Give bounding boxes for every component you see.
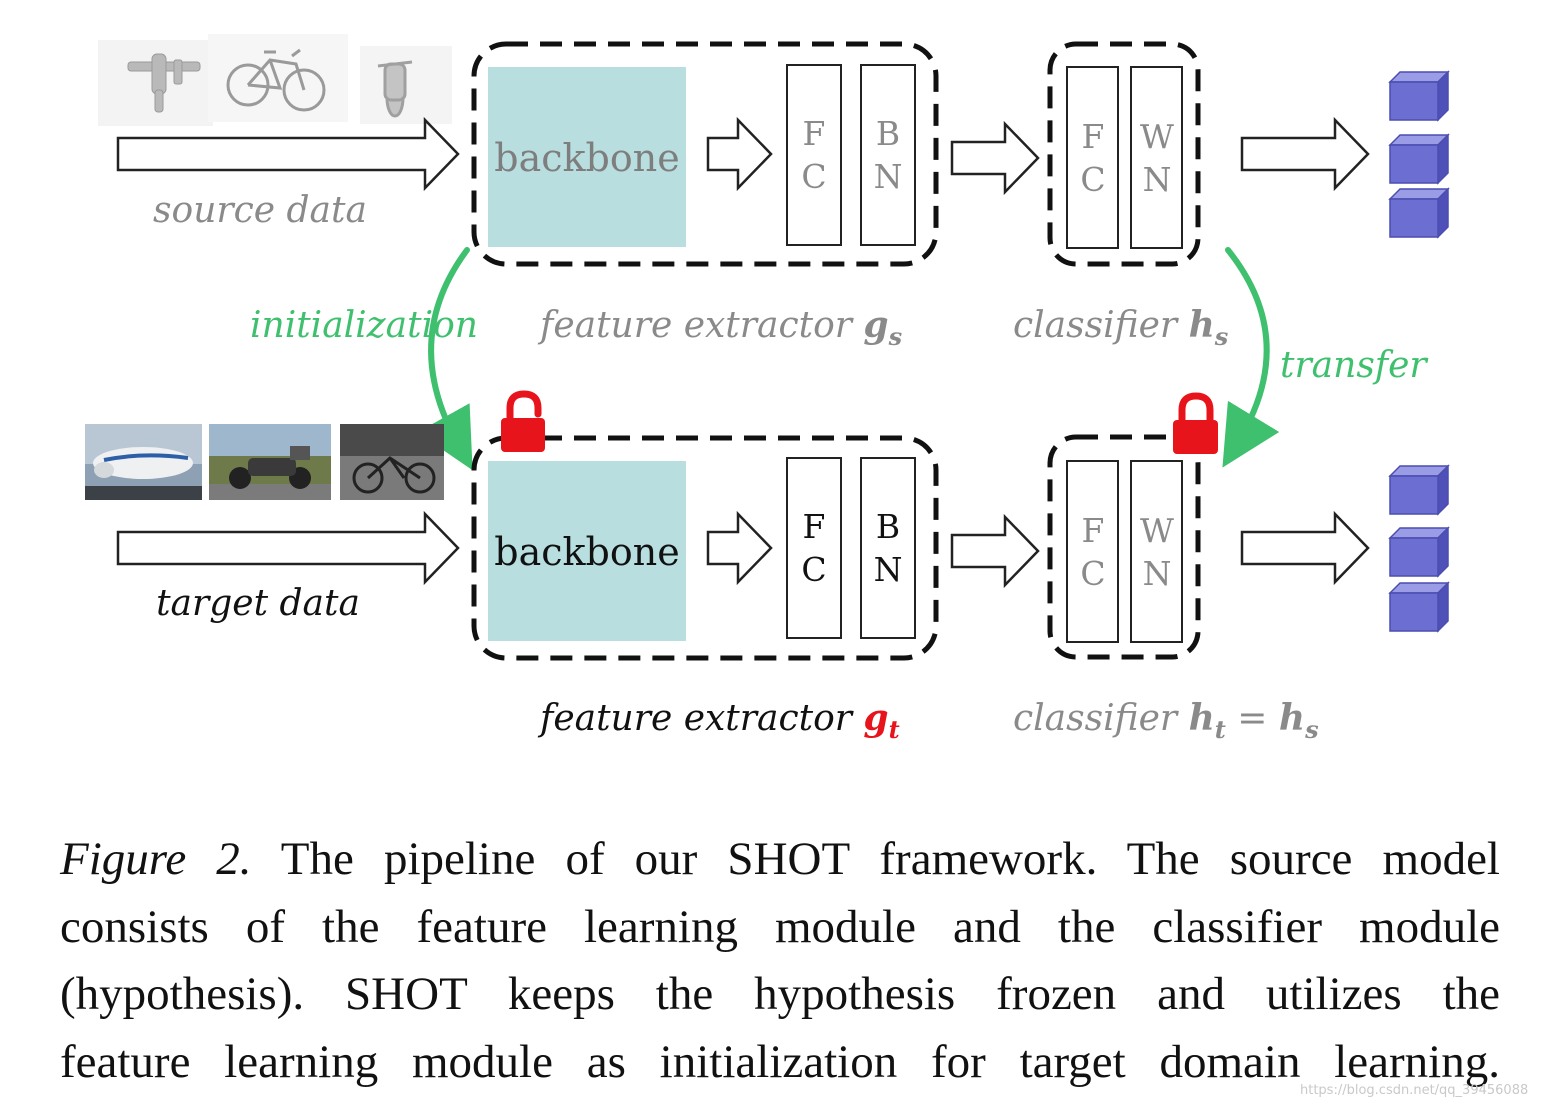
cube-icon [1388, 133, 1450, 185]
source-output-cubes [1388, 70, 1450, 239]
initialization-label: initialization [250, 305, 478, 346]
target-fc-letter-2: C [801, 550, 826, 589]
cube-icon [1388, 581, 1450, 633]
target-output-cubes [1388, 464, 1450, 633]
caption-line-3: (hypothesis). SHOT keeps the hypothesis … [60, 968, 1500, 1020]
source-images [98, 34, 452, 126]
target-classifier-text: classifier [1013, 698, 1189, 739]
source-classifier-wn-letter-1: W [1140, 117, 1174, 156]
source-fc-layer [786, 64, 842, 246]
target-extractor-subscript: t [889, 715, 900, 744]
target-extractor-to-classifier-arrow [950, 513, 1040, 589]
caption-line-4: feature learning module as initializatio… [60, 1035, 1500, 1088]
target-classifier-subscript-2: s [1304, 715, 1319, 744]
target-extractor-label: feature extractor gt [537, 697, 900, 744]
source-classifier-wn-layer [1130, 66, 1183, 249]
target-backbone-to-fc-arrow [706, 510, 773, 586]
caption-line-2: consists of the feature learning module … [60, 900, 1500, 953]
target-fc-letter-1: F [803, 507, 826, 546]
source-bn-letter-1: B [876, 114, 900, 153]
source-classifier-fc-layer [1066, 66, 1119, 249]
shot-pipeline-diagram: source data backbone F C B N F C W N fe [85, 34, 1450, 744]
source-bn-layer [860, 64, 916, 246]
unlocked-padlock-icon [501, 390, 545, 452]
target-classifier-label: classifier ht = hs [1013, 697, 1319, 744]
target-extractor-symbol: g [863, 697, 888, 739]
target-classifier-frame [1047, 434, 1201, 660]
source-classifier-fc-letter-1: F [1082, 117, 1105, 156]
caption-line-1-text: The pipeline of our SHOT framework. The … [280, 833, 1500, 885]
target-classifier-fc-letter-2: C [1080, 554, 1105, 593]
cube-icon [1388, 70, 1450, 122]
source-backbone-block [488, 67, 686, 247]
source-classifier-frame [1047, 41, 1201, 267]
target-classifier-symbol: h [1189, 697, 1215, 739]
bicycle-photo-icon [340, 424, 444, 500]
cube-icon [1388, 526, 1450, 578]
source-extractor-text: feature extractor [537, 305, 863, 346]
source-fc-letter-2: C [801, 157, 826, 196]
target-classifier-subscript: t [1215, 715, 1226, 744]
caption-figure-label: Figure 2. [60, 833, 252, 885]
target-classifier-wn-letter-2: N [1143, 554, 1172, 593]
source-classifier-fc-letter-2: C [1080, 160, 1105, 199]
source-extractor-symbol: g [863, 304, 888, 346]
watermark: https://blog.csdn.net/qq_39456088 [1300, 1083, 1529, 1098]
caption-line-1: Figure 2. The pipeline of our SHOT frame… [60, 826, 1500, 894]
target-classifier-wn-letter-1: W [1140, 511, 1174, 550]
source-backbone-to-fc-arrow [706, 116, 773, 192]
initialization-arrow [417, 247, 473, 471]
source-classifier-label: classifier hs [1013, 304, 1229, 351]
source-output-arrow [1240, 116, 1370, 192]
source-extractor-to-classifier-arrow [950, 120, 1040, 196]
target-input-arrow [116, 510, 460, 586]
motorcycle-3d-model-icon [377, 60, 413, 118]
target-classifier-fc-layer [1066, 460, 1119, 643]
source-extractor-label: feature extractor gs [537, 304, 903, 351]
transfer-arrow [1222, 247, 1280, 468]
target-extractor-text: feature extractor [537, 698, 863, 739]
target-classifier-equals: = [1226, 698, 1279, 739]
source-input-arrow [116, 116, 460, 192]
cube-icon [1388, 187, 1450, 239]
target-fc-layer [786, 457, 842, 639]
target-bn-letter-2: N [874, 550, 903, 589]
transfer-label: transfer [1280, 345, 1428, 386]
motorcycle-photo-icon [209, 424, 331, 500]
source-feature-extractor-frame [471, 41, 939, 267]
target-data-label: target data [156, 583, 360, 624]
source-extractor-subscript: s [888, 322, 903, 351]
source-classifier-subscript: s [1214, 322, 1229, 351]
locked-padlock-icon [1173, 392, 1218, 454]
target-classifier-symbol-2: h [1279, 697, 1305, 739]
target-backbone-label: backbone [494, 530, 679, 574]
target-bn-letter-1: B [876, 507, 900, 546]
airplane-3d-model-icon [127, 53, 201, 113]
figure-caption: Figure 2. The pipeline of our SHOT frame… [60, 826, 1500, 1096]
target-bn-layer [860, 457, 916, 639]
airplane-photo-icon [85, 424, 202, 500]
source-classifier-wn-letter-2: N [1143, 160, 1172, 199]
target-classifier-fc-letter-1: F [1082, 511, 1105, 550]
target-images [85, 424, 444, 500]
source-data-label: source data [153, 190, 367, 231]
target-feature-extractor-frame [471, 435, 939, 661]
source-classifier-text: classifier [1013, 305, 1189, 346]
target-classifier-wn-layer [1130, 460, 1183, 643]
target-backbone-block [488, 461, 686, 641]
source-classifier-symbol: h [1189, 304, 1215, 346]
source-fc-letter-1: F [803, 114, 826, 153]
source-bn-letter-2: N [874, 157, 903, 196]
target-output-arrow [1240, 510, 1370, 586]
cube-icon [1388, 464, 1450, 516]
source-backbone-label: backbone [494, 136, 679, 180]
bicycle-3d-model-icon [226, 48, 326, 112]
